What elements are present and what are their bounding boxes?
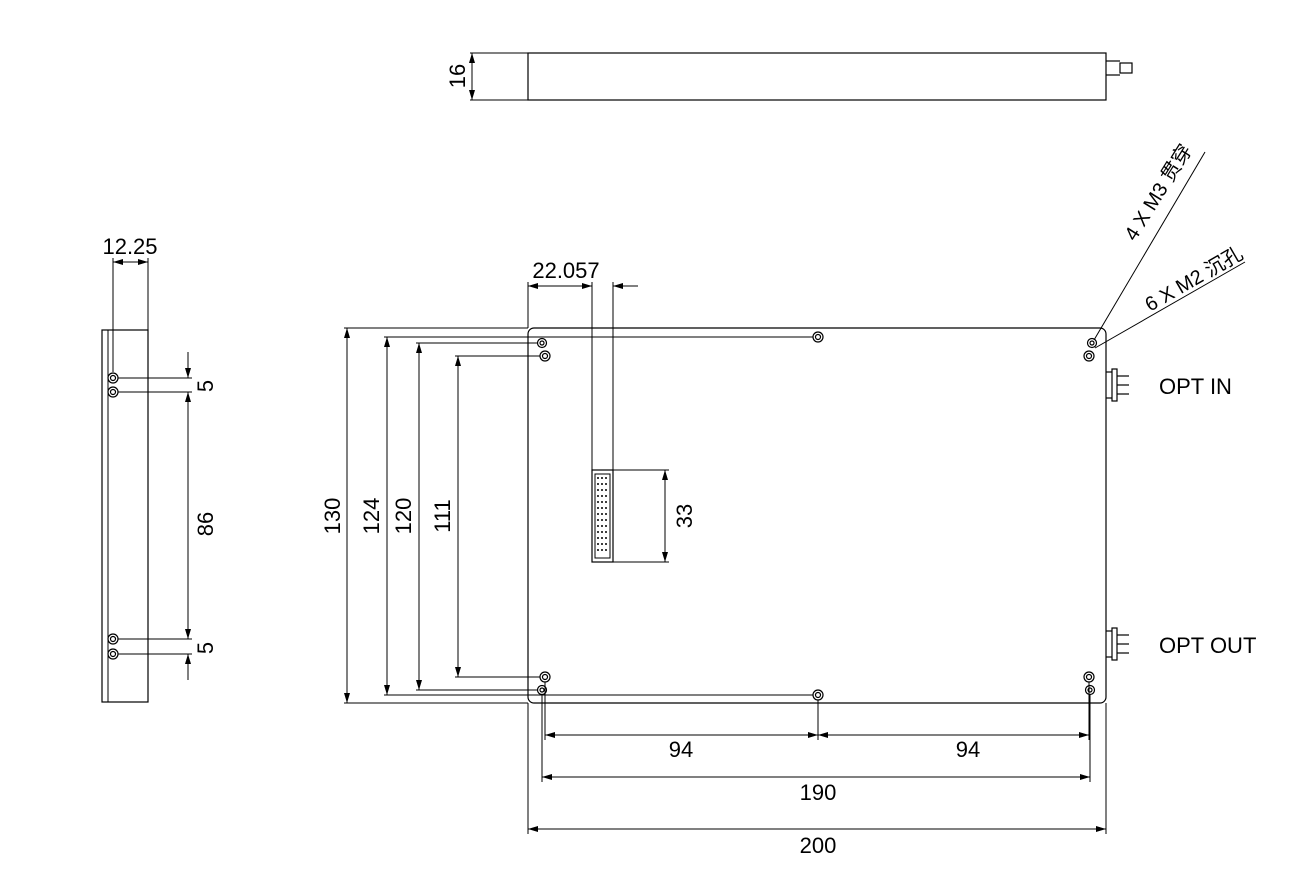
dim-label-86: 86 <box>193 512 218 536</box>
dim-label-94-right: 94 <box>956 737 980 762</box>
m3-leader <box>1093 151 1206 341</box>
dim-label-94-left: 94 <box>669 737 693 762</box>
dim-label-5-top: 5 <box>193 380 218 392</box>
dim-label-111: 111 <box>430 499 455 532</box>
dim-label-5-bottom: 5 <box>193 642 218 654</box>
opt-out-label: OPT OUT <box>1159 633 1256 658</box>
vertical-dimensions: 130 124 120 111 <box>320 327 813 704</box>
connector-dimensions: 22.057 33 <box>527 258 697 563</box>
front-view: OPT IN OPT OUT 4 X M3 贯穿 6 X M2 沉孔 <box>527 140 1256 704</box>
opt-in-port <box>1106 368 1129 402</box>
side-view: 12.25 5 86 5 <box>101 234 218 703</box>
dim-label-124: 124 <box>359 498 384 535</box>
dim-label-200: 200 <box>800 833 837 858</box>
top-view-body <box>527 52 1107 101</box>
dim-label-22-057: 22.057 <box>532 258 599 283</box>
m2-holes <box>536 331 1098 701</box>
m3-note: 4 X M3 贯穿 <box>1120 140 1197 245</box>
m3-holes <box>539 350 1095 683</box>
dim-label-120: 120 <box>391 498 416 535</box>
pin-header-connector <box>591 469 614 563</box>
dim-label-130: 130 <box>320 498 345 535</box>
connector-pins <box>597 477 607 551</box>
dim-label-12-25: 12.25 <box>102 234 157 259</box>
front-view-body <box>527 327 1107 704</box>
m2-note: 6 X M2 沉孔 <box>1141 242 1247 316</box>
side-view-body <box>101 329 149 703</box>
dim-label-33: 33 <box>672 504 697 528</box>
dim-label-190: 190 <box>800 780 837 805</box>
dim-label-16: 16 <box>445 64 470 88</box>
opt-out-port <box>1106 627 1129 661</box>
top-view: 16 <box>445 52 1133 101</box>
m2-leader <box>1094 261 1246 349</box>
top-view-fiber-stub <box>1119 62 1133 74</box>
opt-in-label: OPT IN <box>1159 374 1232 399</box>
horizontal-dimensions: 94 94 190 200 <box>527 682 1107 858</box>
